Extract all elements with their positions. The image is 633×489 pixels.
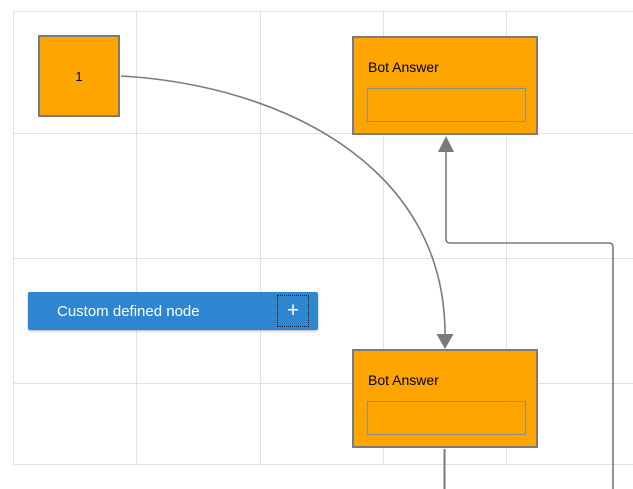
start-node-label: 1 — [75, 68, 83, 84]
custom-defined-node[interactable]: Custom defined node + — [28, 292, 318, 330]
custom-node-label: Custom defined node — [57, 302, 200, 320]
arrowhead-up-icon — [438, 136, 454, 152]
start-node[interactable]: 1 — [38, 35, 120, 117]
bot-answer-node-bottom[interactable]: Bot Answer — [352, 349, 538, 448]
add-node-button[interactable]: + — [277, 295, 309, 327]
node-title: Bot Answer — [368, 372, 439, 388]
node-title: Bot Answer — [368, 59, 439, 75]
arrowhead-down-icon — [436, 334, 454, 349]
connector-orthogonal-to-top-node[interactable] — [438, 136, 614, 489]
connector-start-to-bottom-node[interactable] — [120, 75, 454, 349]
node-text-field[interactable] — [367, 88, 526, 122]
bot-answer-node-top[interactable]: Bot Answer — [352, 36, 538, 135]
plus-icon: + — [286, 298, 300, 322]
node-text-field[interactable] — [367, 401, 526, 435]
